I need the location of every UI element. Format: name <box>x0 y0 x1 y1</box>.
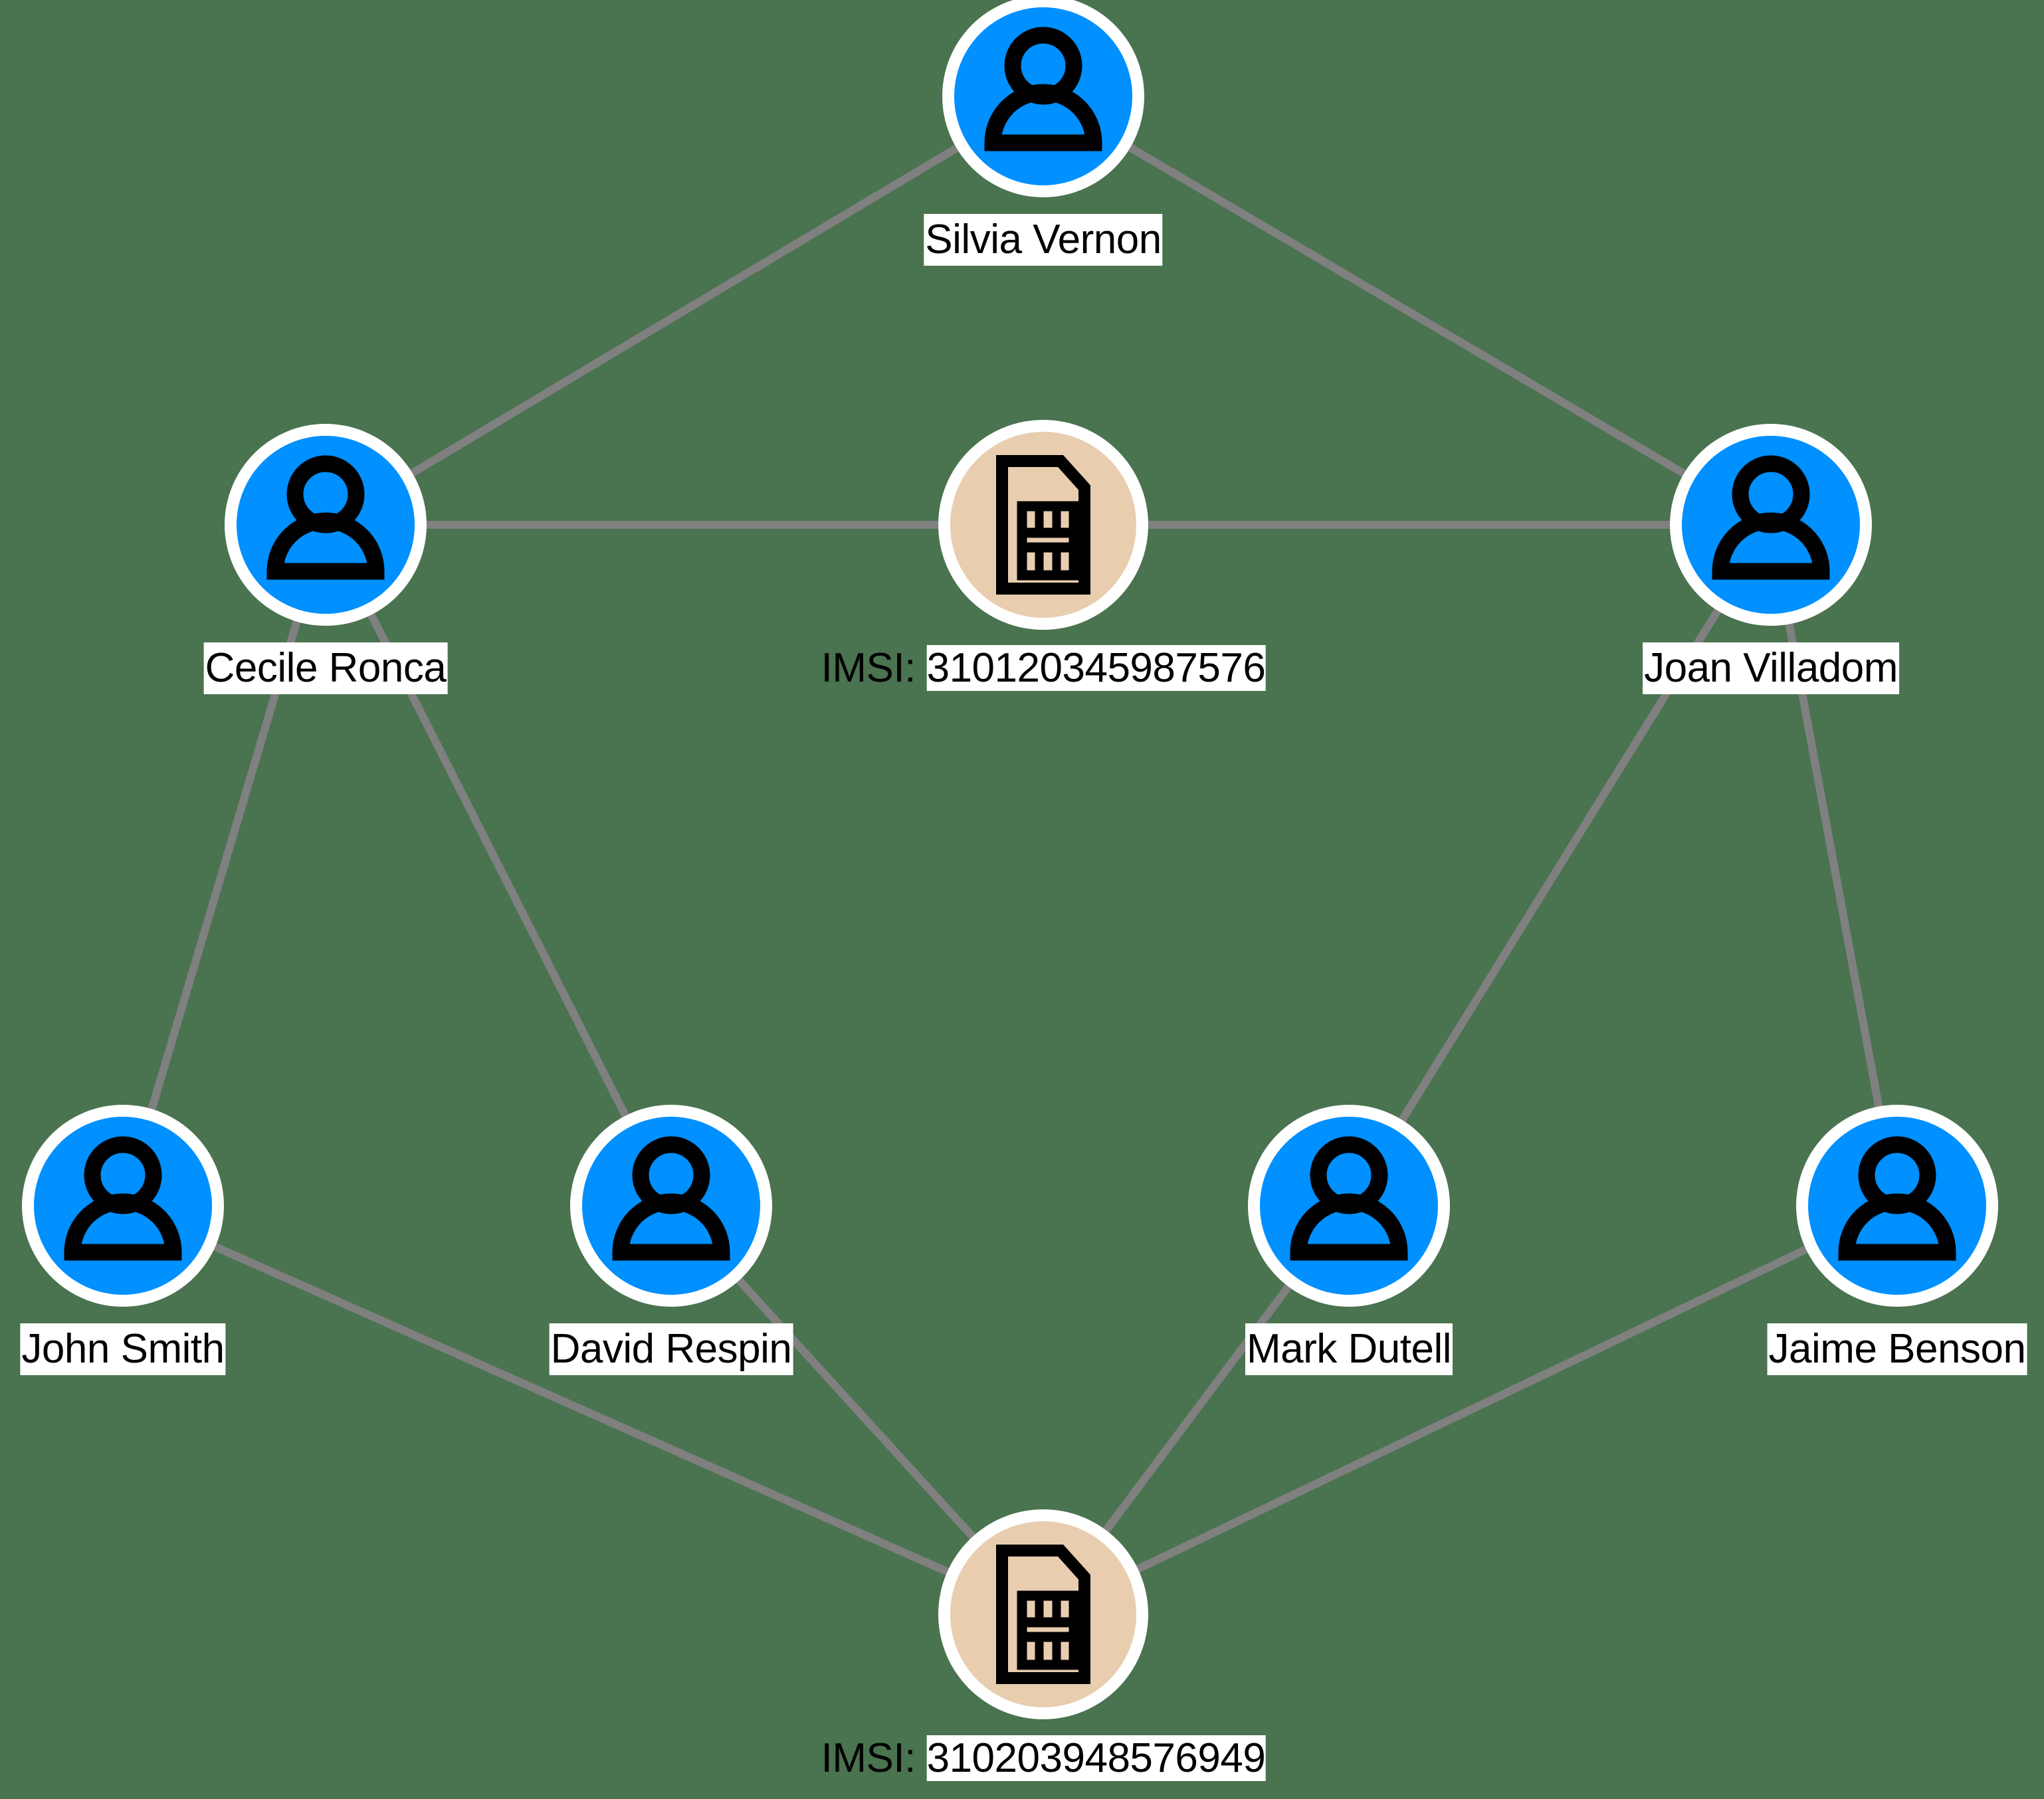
node-label-john: John Smith <box>20 1323 226 1375</box>
graph-node-joan[interactable] <box>1670 424 1872 626</box>
graph-node-sim2[interactable] <box>938 1509 1148 1719</box>
node-layer <box>22 0 1998 1719</box>
graph-edge <box>1041 92 1774 529</box>
node-label-mark: Mark Dutell <box>1245 1323 1453 1375</box>
graph-edge <box>1767 523 1901 1207</box>
node-label-joan: Joan Villadom <box>1643 642 1899 694</box>
graph-node-mark[interactable] <box>1248 1105 1450 1307</box>
node-label-imsi-sim2: IMSI: 310203948576949 <box>821 1733 1266 1784</box>
graph-edge <box>1041 1202 1899 1618</box>
graph-node-cecile[interactable] <box>225 424 427 626</box>
graph-node-sim1[interactable] <box>938 420 1148 630</box>
node-label-cecile: Cecile Ronca <box>203 642 448 694</box>
graph-edge <box>119 523 330 1207</box>
edge-layer <box>119 92 1901 1618</box>
imsi-prefix: IMSI: <box>821 1735 927 1781</box>
graph-edge <box>121 1202 1045 1618</box>
node-label-silvia: Silvia Vernon <box>924 214 1163 266</box>
graph-node-jaime[interactable] <box>1796 1105 1998 1307</box>
graph-edge <box>323 92 1046 529</box>
graph-edge <box>322 523 675 1208</box>
graph-node-david[interactable] <box>570 1105 772 1307</box>
node-label-imsi-sim1: IMSI: 310120345987576 <box>821 642 1266 694</box>
node-label-david: David Respin <box>549 1323 793 1375</box>
imsi-value: 310120345987576 <box>926 645 1266 691</box>
imsi-value: 310203948576949 <box>926 1735 1266 1781</box>
graph-edge <box>1345 522 1775 1208</box>
graph-node-john[interactable] <box>22 1105 224 1307</box>
graph-node-silvia[interactable] <box>942 0 1144 197</box>
node-label-jaime: Jaime Benson <box>1767 1323 2027 1375</box>
imsi-prefix: IMSI: <box>821 645 927 691</box>
